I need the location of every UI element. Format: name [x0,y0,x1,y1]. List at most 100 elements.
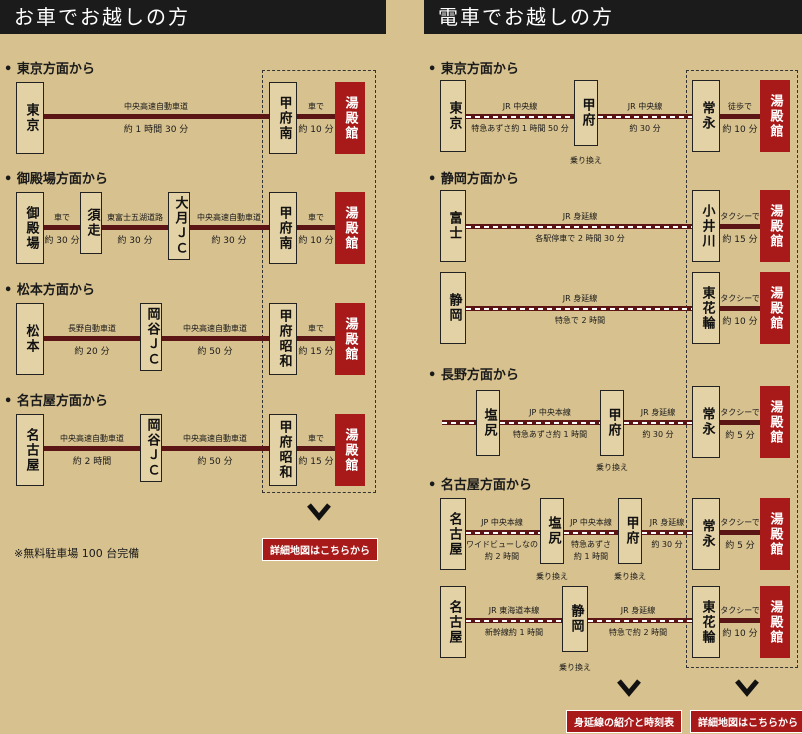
rail-line [598,114,692,119]
road-label: 長野自動車道 [68,324,116,333]
rail-line [588,618,692,623]
origin-matsumoto: 松本 [16,303,44,375]
route-line [102,225,168,230]
time-label: 約 1 時間 [573,552,609,561]
time-label: 約 5 分 [725,541,755,551]
time-label: 特急で 2 時間 [554,316,606,325]
destination-yudonokan[interactable]: 湯殿館 [335,303,365,375]
point-subashiri: 須走 [80,192,102,254]
point-okaya-jc: 岡谷ＪＣ [140,414,162,482]
time-label: 約 5 分 [725,431,755,441]
origin-tokyo: 東京 [440,80,466,152]
car-route-header-tokyo: • 東京方面から [4,62,95,77]
time-label: 特急で約 2 時間 [608,628,668,637]
via-label: 徒歩で [728,102,752,111]
time-label: 約 30 分 [117,236,153,246]
origin-nagoya: 名古屋 [440,586,466,658]
minobu-line-timetable-button[interactable]: 身延線の紹介と時刻表 [566,710,682,733]
route-line [44,114,269,119]
via-label: タクシーで [720,408,760,417]
rail-line [466,306,692,311]
destination-yudonokan[interactable]: 湯殿館 [760,586,790,658]
point-otsuki-jc: 大月ＪＣ [168,192,190,260]
parking-note: ※無料駐車場 100 台完備 [14,547,140,560]
via-label: 車で [308,324,324,333]
destination-yudonokan[interactable]: 湯殿館 [760,272,790,344]
route-line [297,225,335,230]
route-line [720,530,760,535]
station-shizuoka: 静岡 [562,586,588,652]
via-label: 車で [308,213,324,222]
transfer-label: 乗り換え [559,663,591,672]
route-line [162,446,269,451]
line-label: JR 中央線 [627,102,663,111]
station-kofu: 甲府 [600,390,624,456]
station-jouei: 常永 [692,386,720,458]
route-line [720,618,760,623]
time-label: 各駅停車で 2 時間 30 分 [535,234,625,243]
origin-shizuoka: 静岡 [440,272,466,344]
rail-line [642,530,692,535]
destination-yudonokan[interactable]: 湯殿館 [760,80,790,152]
chevron-down-icon[interactable] [306,502,332,522]
route-line [190,225,269,230]
station-higashihanawa: 東花輪 [692,586,720,658]
rail-line [466,114,574,119]
time-label: 新幹線約 1 時間 [484,628,544,637]
train-route-header-nagano: • 長野方面から [428,368,519,383]
line-label: JP 中央本線 [570,518,612,527]
time-label: 約 15 分 [298,347,334,357]
origin-nagoya: 名古屋 [16,414,44,486]
station-koikawa: 小井川 [692,190,720,262]
rail-line [624,420,692,425]
station-shiojiri: 塩尻 [540,498,564,564]
destination-yudonokan[interactable]: 湯殿館 [335,82,365,154]
route-line [720,306,760,311]
car-detail-map-button[interactable]: 詳細地図はこちらから [262,538,378,561]
destination-yudonokan[interactable]: 湯殿館 [760,386,790,458]
station-higashihanawa: 東花輪 [692,272,720,344]
line-label: JR 中央線 [502,102,538,111]
chevron-down-icon[interactable] [616,678,642,698]
rail-line [442,420,476,425]
transfer-label: 乗り換え [614,572,646,581]
route-line [297,446,335,451]
time-label: 約 30 分 [44,236,80,246]
station-shiojiri: 塩尻 [476,390,500,456]
time-label: 約 30 分 [629,124,661,133]
rail-line [466,530,540,535]
time-label: 約 10 分 [722,317,758,327]
transfer-label: 乗り換え [570,156,602,165]
origin-nagoya: 名古屋 [440,498,466,570]
time-label: 約 15 分 [722,235,758,245]
line-label: JP 中央本線 [481,518,523,527]
destination-yudonokan[interactable]: 湯殿館 [335,192,365,264]
transfer-label: 乗り換え [596,463,628,472]
line-label: JP 中央本線 [529,408,571,417]
ic-kofushowa: 甲府昭和 [269,414,297,486]
line-label: JR 東海道本線 [488,606,540,615]
route-line [44,336,140,341]
via-label: タクシーで [720,294,760,303]
destination-yudonokan[interactable]: 湯殿館 [760,190,790,262]
destination-yudonokan[interactable]: 湯殿館 [760,498,790,570]
time-label: 約 50 分 [197,347,233,357]
train-name-label: 特急あずさ [571,540,611,549]
line-label: JR 身延線 [562,294,598,303]
train-name-label: ワイドビューしなの [466,540,538,549]
time-label: 特急あずさ約 1 時間 50 分 [471,124,569,133]
route-line [44,225,80,230]
destination-yudonokan[interactable]: 湯殿館 [335,414,365,486]
train-detail-map-button[interactable]: 詳細地図はこちらから [690,710,802,733]
car-section-title: お車でお越しの方 [0,0,386,34]
via-label: 車で [308,434,324,443]
origin-gotemba: 御殿場 [16,192,44,264]
station-kofu: 甲府 [618,498,642,564]
time-label: 約 2 時間 [72,457,112,467]
chevron-down-icon[interactable] [734,678,760,698]
destination-group-frame [262,70,376,493]
destination-group-frame [686,70,798,668]
car-route-header-nagoya: • 名古屋方面から [4,394,108,409]
via-label: タクシーで [720,212,760,221]
route-line [297,336,335,341]
